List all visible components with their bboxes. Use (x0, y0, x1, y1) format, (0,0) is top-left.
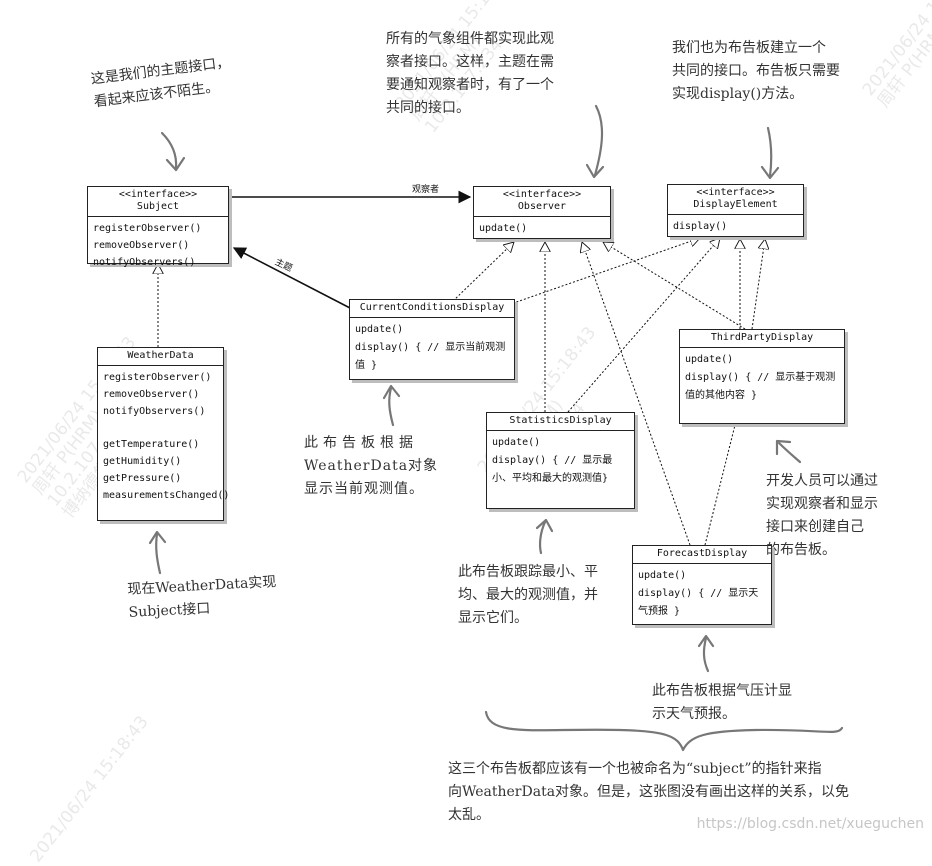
third-party-display-box: ThirdPartyDisplay update() display() { /… (679, 329, 845, 424)
realization-current-observer (452, 242, 514, 302)
note-developers: 开发人员可以通过实现观察者和显示 接口来创建自己的布告板。 (766, 473, 878, 558)
method: display() { // 显示当前观测值 } (355, 342, 506, 371)
stereotype: <<interface>> (502, 189, 582, 200)
subject-interface-box: <<interface>> Subject registerObserver()… (87, 186, 229, 268)
display-element-interface-box: <<interface>> DisplayElement display() (667, 184, 804, 237)
class-name: ForecastDisplay (656, 548, 748, 559)
observers-association-label: 观察者 (412, 185, 440, 195)
class-name: Subject (136, 201, 180, 212)
stereotype: <<interface>> (696, 187, 775, 198)
realization-current-display (504, 238, 700, 307)
method: getPressure() (103, 473, 182, 484)
method: update() (685, 354, 734, 365)
current-conditions-display-box: CurrentConditionsDisplay update() displa… (349, 299, 515, 380)
note-display-interface: 我们也为布告板建立一个共同的接口。布告板只需要 实现display()方法。 (672, 40, 840, 102)
note-arrow-statistics-head (535, 518, 554, 533)
realization-thirdparty-observer (603, 242, 746, 330)
method: removeObserver() (93, 240, 190, 251)
class-name: StatisticsDisplay (509, 415, 612, 426)
realization-statistics-display (567, 238, 720, 413)
note-arrow-current (388, 386, 395, 427)
association-subject (232, 247, 351, 309)
note-arrow-statistics (538, 520, 547, 555)
class-name: WeatherData (127, 350, 194, 361)
method: getTemperature() (103, 439, 200, 450)
forecast-display-box: ForecastDisplay update() display() { // … (632, 545, 772, 625)
method: update() (492, 437, 541, 448)
note-arrow-weatherdata (155, 532, 162, 575)
method: registerObserver() (93, 223, 202, 234)
method: display() (673, 221, 728, 232)
stereotype: <<interface>> (118, 189, 198, 200)
note-arrow-forecast (702, 636, 710, 673)
class-name: CurrentConditionsDisplay (359, 302, 505, 313)
method: update() (355, 324, 404, 335)
note-arrow-subject-head (165, 156, 186, 172)
class-name: Observer (517, 201, 567, 212)
note-arrow-display-head (760, 165, 780, 180)
method: notifyObservers() (93, 257, 196, 268)
note-forecast: 此布告板根据气压计显示天气预报。 (652, 683, 792, 722)
uml-connectors (148, 104, 844, 752)
class-name: DisplayElement (693, 199, 778, 210)
method: registerObserver() (103, 372, 212, 383)
realization-thirdparty-display-b (751, 239, 765, 330)
note-arrow-weatherdata-head (148, 530, 167, 545)
note-observer-interface: 所有的气象组件都实现此观察者接口。这样，主题在需 要通知观察者时，有了一个共同的… (386, 31, 554, 116)
observer-interface-box: <<interface>> Observer update() (473, 186, 611, 239)
note-arrow-developers (777, 441, 802, 464)
realization-forecast-observer (582, 242, 691, 546)
weather-data-class-box: WeatherData registerObserver() removeObs… (97, 347, 230, 521)
statistics-display-box: StatisticsDisplay update() display() { /… (486, 412, 635, 509)
method: getHumidity() (103, 456, 182, 467)
method: removeObserver() (103, 389, 200, 400)
note-arrow-observer-head (585, 163, 605, 179)
method: measurementsChanged() (103, 490, 230, 501)
note-arrow-forecast-head (697, 634, 715, 648)
note-current-display: 此布告板根据 WeatherData对象 显示当前观测值。 (304, 435, 439, 497)
note-arrow-observer (593, 104, 604, 177)
note-bottom: 这三个布告板都应该有一个也被命名为“subject”的指针来指向WeatherD… (448, 761, 850, 823)
source-url: https://blog.csdn.net/xueguchen (696, 816, 924, 832)
class-name: ThirdPartyDisplay (710, 332, 814, 343)
method: display() { // 显示天气预报 } (638, 588, 759, 617)
method: display() { // 显示基于观测值的其他内容 } (685, 372, 836, 401)
realization-forecast-display (704, 424, 736, 546)
note-statistics: 此布告板跟踪最小、平均、最大的观测值，并 显示它们。 (458, 564, 598, 626)
curly-brace (484, 710, 844, 752)
note-arrow-subject (160, 131, 178, 170)
note-arrow-developers-head (775, 439, 792, 456)
note-arrow-current-head (382, 384, 401, 400)
method: update() (479, 223, 528, 234)
method: notifyObservers() (103, 406, 206, 417)
method: display() { // 显示最小、平均和最大的观测值} (492, 455, 613, 484)
note-arrow-display (766, 126, 773, 178)
method: update() (638, 570, 687, 581)
